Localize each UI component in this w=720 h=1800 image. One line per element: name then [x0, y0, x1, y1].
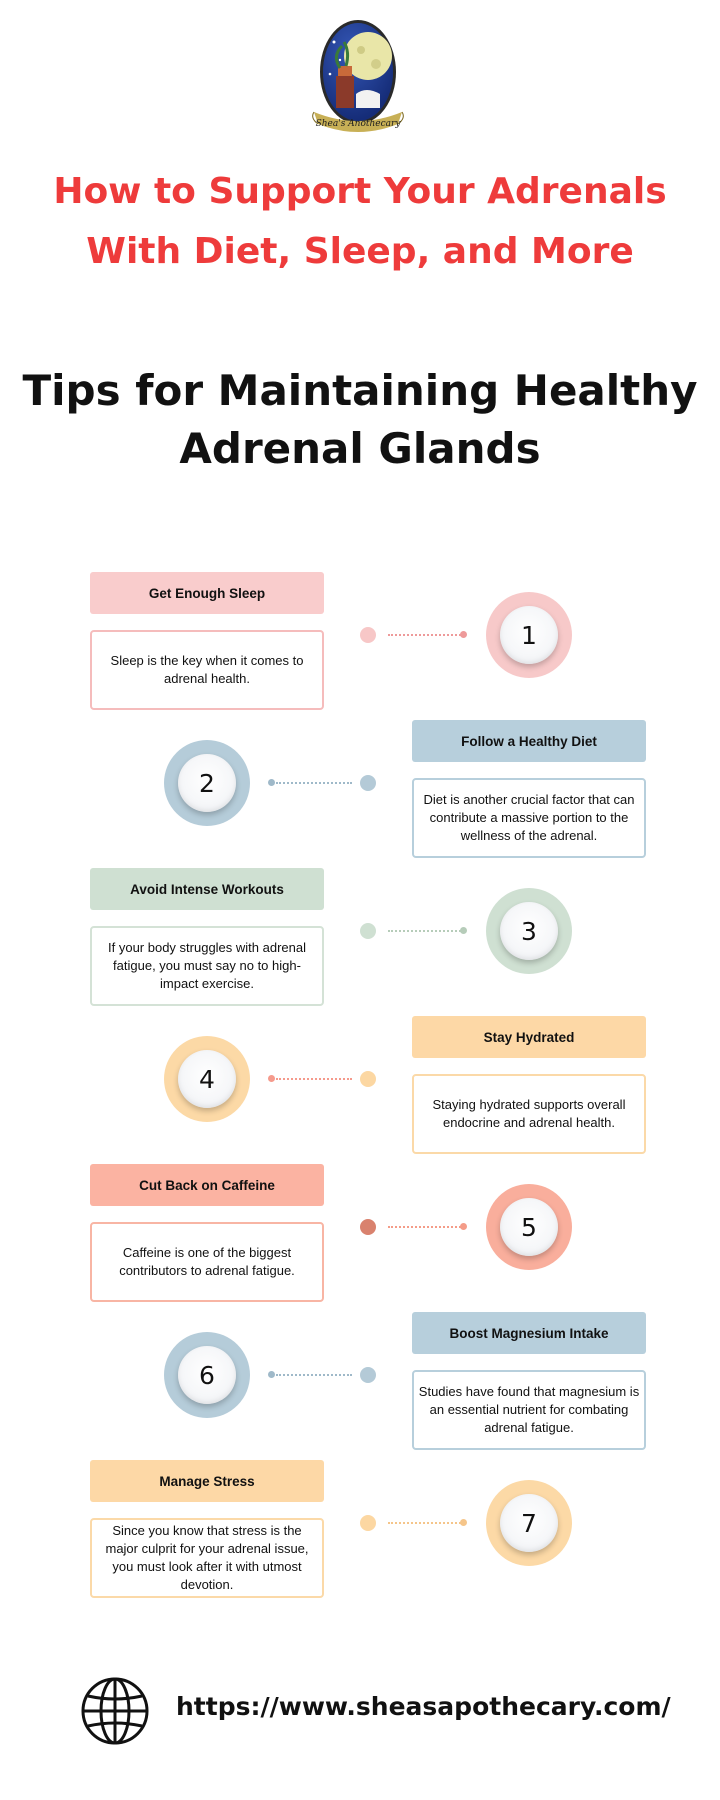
tip-title: Get Enough Sleep — [90, 572, 324, 614]
subtitle-line-2: Adrenal Glands — [179, 424, 541, 473]
connector-end-dot — [460, 631, 467, 638]
step-number: 6 — [178, 1346, 236, 1404]
connector-line — [388, 1226, 464, 1228]
tip-description: Since you know that stress is the major … — [90, 1518, 324, 1598]
brand-logo: Shea's Anothecary — [312, 20, 404, 132]
tip-description: Sleep is the key when it comes to adrena… — [90, 630, 324, 710]
step-badge: 2 — [164, 740, 250, 826]
step-badge: 6 — [164, 1332, 250, 1418]
connector-end-dot — [460, 1519, 467, 1526]
tip-description: If your body struggles with adrenal fati… — [90, 926, 324, 1006]
tip-description: Diet is another crucial factor that can … — [412, 778, 646, 858]
step-number: 1 — [500, 606, 558, 664]
website-link[interactable]: https://www.sheasapothecary.com/ — [176, 1692, 671, 1721]
step-number: 3 — [500, 902, 558, 960]
step-number: 4 — [178, 1050, 236, 1108]
globe-icon — [81, 1677, 149, 1745]
tip-title: Cut Back on Caffeine — [90, 1164, 324, 1206]
connector-dot — [360, 1515, 376, 1531]
logo-text: Shea's Anothecary — [316, 119, 402, 129]
connector-dot — [360, 627, 376, 643]
title-line-1: How to Support Your Adrenals — [53, 171, 667, 212]
connector-line — [388, 634, 464, 636]
connector-dot — [360, 1367, 376, 1383]
subtitle-line-1: Tips for Maintaining Healthy — [22, 366, 698, 415]
connector-dot — [360, 1219, 376, 1235]
step-number: 5 — [500, 1198, 558, 1256]
step-badge: 7 — [486, 1480, 572, 1566]
step-number: 2 — [178, 754, 236, 812]
connector-end-dot — [268, 1371, 275, 1378]
connector-line — [388, 930, 464, 932]
tip-step-3: Avoid Intense Workouts If your body strug… — [0, 868, 720, 1018]
page-title: How to Support Your Adrenals With Diet, … — [0, 162, 720, 282]
step-badge: 1 — [486, 592, 572, 678]
step-badge: 3 — [486, 888, 572, 974]
tip-title: Manage Stress — [90, 1460, 324, 1502]
connector-end-dot — [268, 1075, 275, 1082]
tip-description: Studies have found that magnesium is an … — [412, 1370, 646, 1450]
connector-dot — [360, 923, 376, 939]
tip-title: Boost Magnesium Intake — [412, 1312, 646, 1354]
title-line-2: With Diet, Sleep, and More — [86, 231, 634, 272]
connector-line — [276, 1078, 352, 1080]
tip-title: Stay Hydrated — [412, 1016, 646, 1058]
tip-title: Avoid Intense Workouts — [90, 868, 324, 910]
connector-line — [388, 1522, 464, 1524]
tip-description: Staying hydrated supports overall endocr… — [412, 1074, 646, 1154]
connector-line — [276, 1374, 352, 1376]
connector-dot — [360, 1071, 376, 1087]
connector-dot — [360, 775, 376, 791]
step-badge: 4 — [164, 1036, 250, 1122]
step-number: 7 — [500, 1494, 558, 1552]
tip-title: Follow a Healthy Diet — [412, 720, 646, 762]
page-subtitle: Tips for Maintaining Healthy Adrenal Gla… — [0, 362, 720, 478]
connector-line — [276, 782, 352, 784]
step-badge: 5 — [486, 1184, 572, 1270]
connector-end-dot — [460, 1223, 467, 1230]
connector-end-dot — [268, 779, 275, 786]
tip-description: Caffeine is one of the biggest contribut… — [90, 1222, 324, 1302]
connector-end-dot — [460, 927, 467, 934]
